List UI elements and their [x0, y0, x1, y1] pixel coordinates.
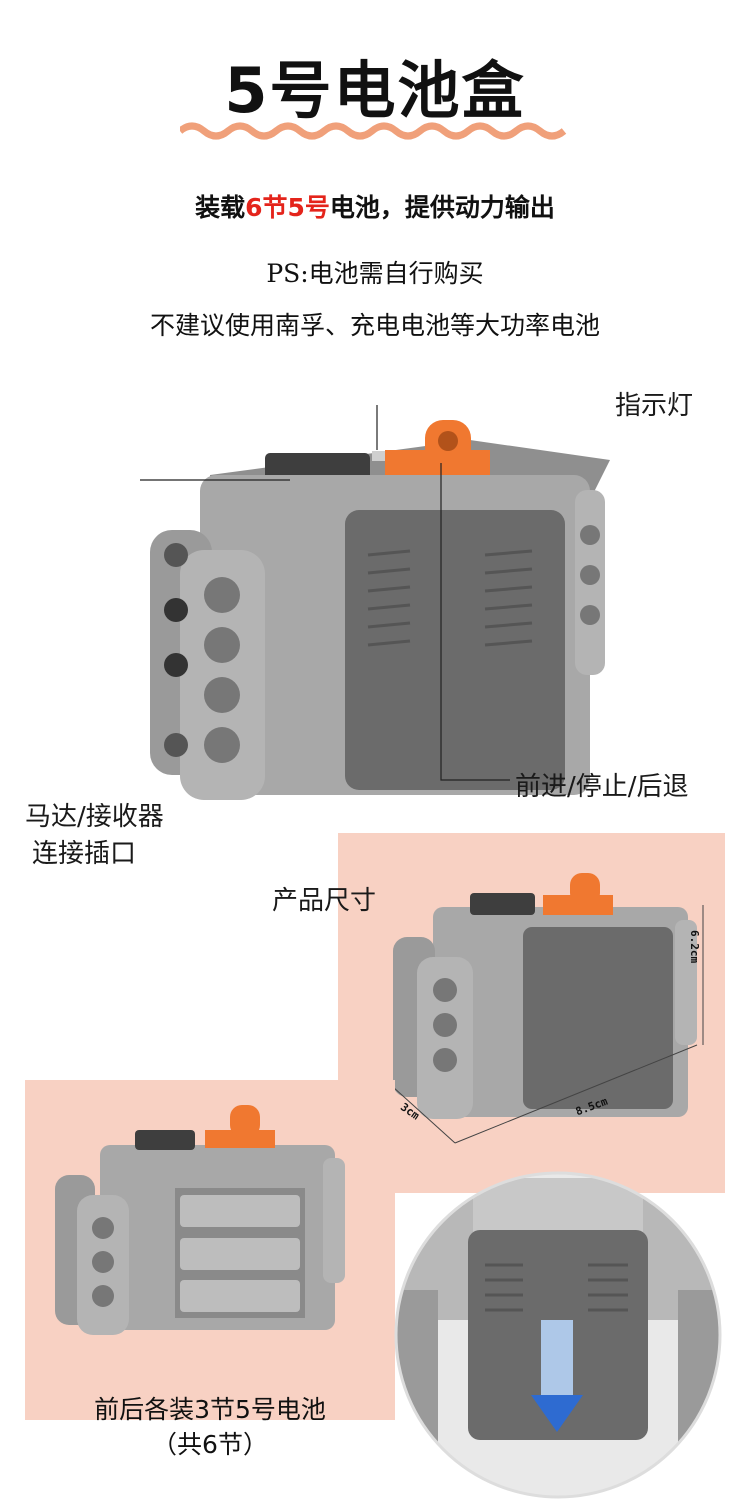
subtitle-prefix: 装载 [195, 193, 246, 222]
open-view-caption-line2: （共6节） [152, 1430, 268, 1459]
port-label-line1: 马达/接收器 [25, 802, 164, 832]
subtitle-highlight: 6节5号 [245, 193, 330, 222]
subtitle: 装载6节5号电池，提供动力输出 [0, 188, 750, 224]
indicator-label: 指示灯 [615, 391, 694, 421]
slide-down-arrow-icon [531, 1320, 583, 1432]
dimensions-label: 产品尺寸 [272, 886, 377, 916]
battery-box-dimension-image [392, 873, 704, 1144]
subtitle-suffix: 电池，提供动力输出 [329, 193, 555, 222]
battery-box-main-image [140, 405, 610, 800]
page-title: 5号电池盒 [224, 54, 526, 127]
switch-label: 前进/停止/后退 [515, 772, 689, 802]
purchase-note: PS:电池需自行购买 [266, 259, 484, 288]
cover-slide-detail-image [394, 1171, 722, 1499]
port-label-line2: 连接插口 [32, 839, 137, 869]
dimension-height: 6.2cm [688, 930, 701, 964]
battery-warning: 不建议使用南孚、充电电池等大功率电池 [149, 311, 600, 340]
battery-box-open-image [55, 1105, 345, 1335]
battery-cover [345, 510, 565, 790]
open-view-caption-line1: 前后各装3节5号电池 [94, 1395, 326, 1424]
wave-divider [180, 122, 567, 140]
